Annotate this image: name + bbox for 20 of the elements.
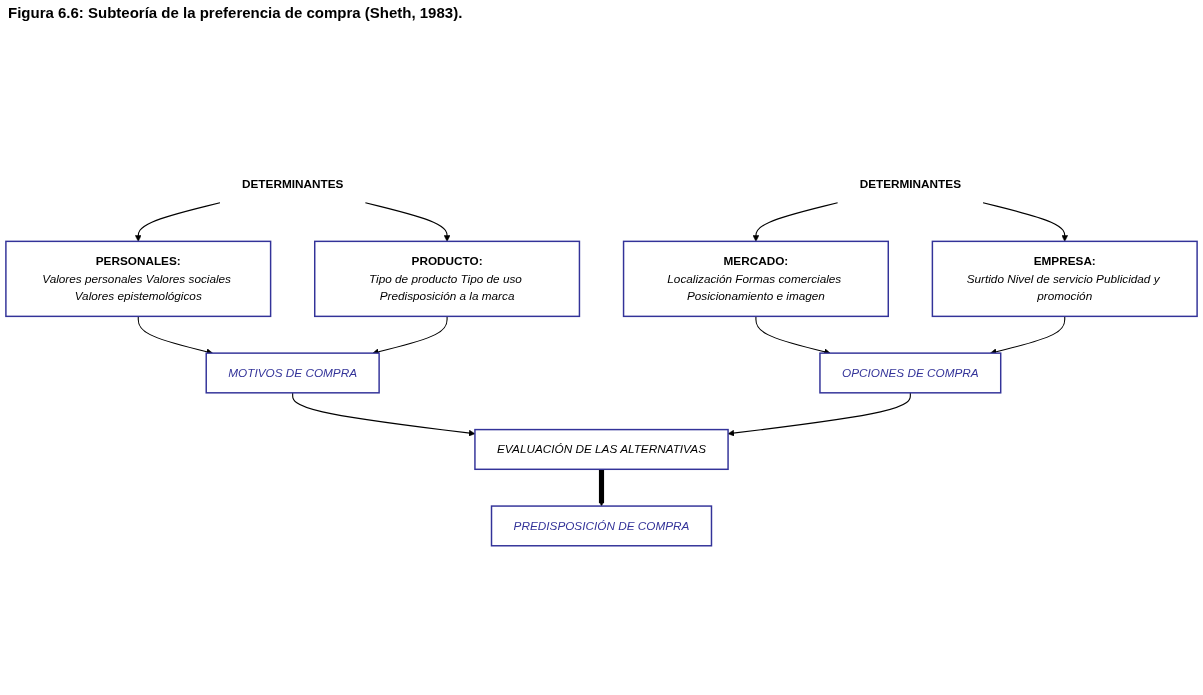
arrow: [372, 315, 448, 355]
node-text: DETERMINANTES: [242, 177, 344, 191]
node-box: PERSONALES: Valores personales Valores sociales Valores epistemológicos: [5, 240, 272, 317]
arrow: [364, 201, 451, 242]
arrow: [135, 201, 221, 242]
node-box: MOTIVOS DE COMPRA: [205, 352, 380, 394]
arrow: [137, 315, 213, 355]
node-box: OPCIONES DE COMPRA: [819, 352, 1002, 394]
node-box: EMPRESA: Surtido Nivel de servicio Publicidad y promoción: [931, 240, 1198, 317]
node-text: DETERMINANTES: [859, 177, 961, 191]
node-box: MERCADO: Localización Formas comerciales Posicionamiento e imagen: [622, 240, 889, 317]
arrow: [990, 315, 1066, 355]
figure-title: Figura 6.6: Subteoría de la preferencia de compra (Sheth, 1983).: [7, 3, 464, 23]
node-box: PREDISPOSICIÓN DE COMPRA: [490, 505, 713, 547]
node-box: EVALUACIÓN DE LAS ALTERNATIVAS: [474, 428, 729, 470]
arrow: [598, 468, 605, 507]
node-box: PRODUCTO: Tipo de producto Tipo de uso Predisposición a la marca: [314, 240, 581, 317]
arrow: [982, 201, 1068, 242]
arrow: [752, 201, 839, 242]
arrow: [727, 391, 911, 436]
